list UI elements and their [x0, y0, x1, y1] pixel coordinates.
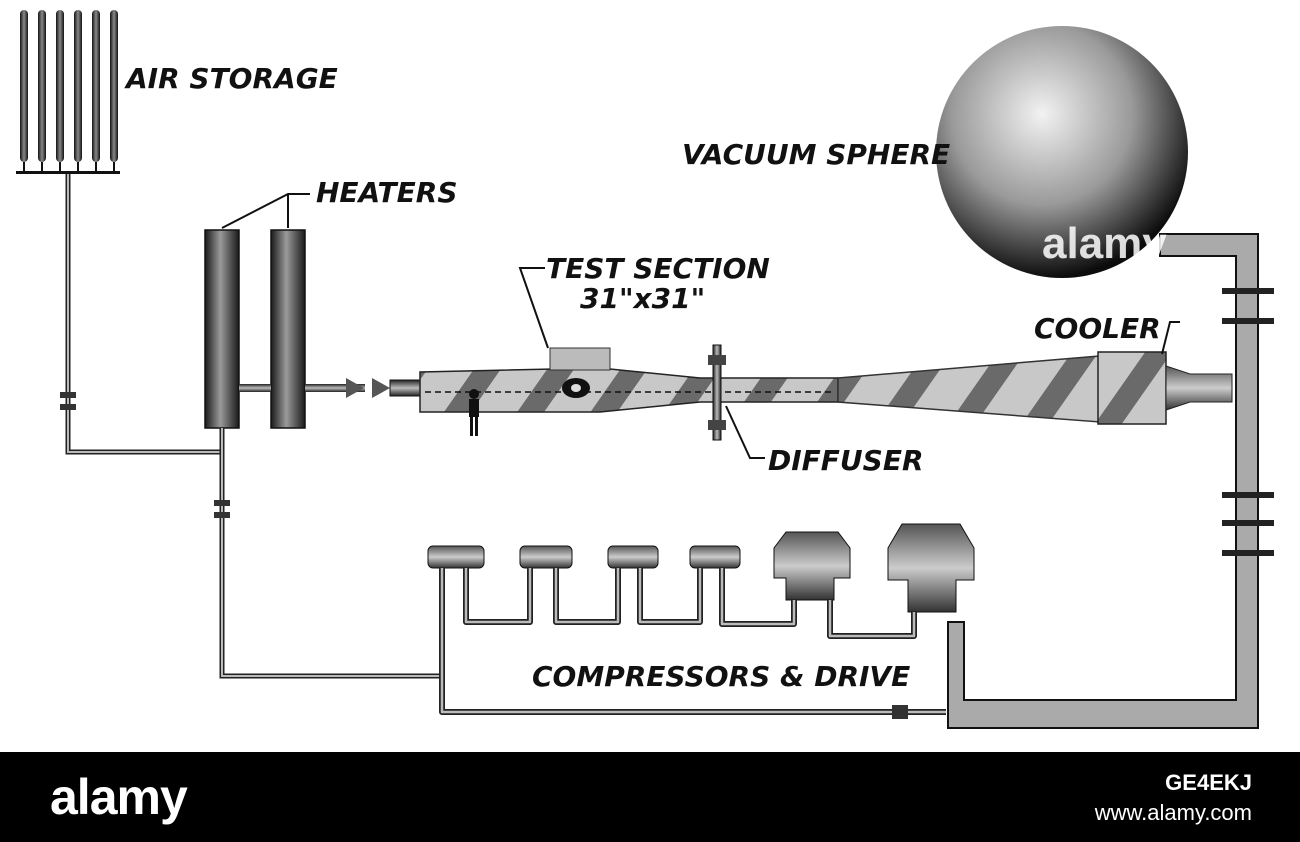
test-section-leader [518, 267, 549, 349]
alamy-logo[interactable]: alamy [50, 769, 188, 825]
compressors-label: COMPRESSORS & DRIVE [532, 660, 910, 693]
image-id: GE4EKJ [1165, 770, 1252, 795]
heaters-leader-lines [221, 193, 310, 229]
footer-info: GE4EKJ www.alamy.com [1095, 770, 1252, 826]
test-section [419, 347, 839, 413]
heater-to-nozzle-pipe [239, 378, 421, 398]
air-storage-label: AIR STORAGE [124, 62, 338, 95]
site-url[interactable]: www.alamy.com [1094, 800, 1252, 825]
heaters-label: HEATERS [316, 176, 458, 209]
watermark: alamy [1042, 219, 1167, 268]
diffuser-leader [725, 405, 765, 459]
compressors [427, 523, 975, 613]
air-supply-pipe-inner [67, 174, 222, 453]
test-section-size-label: 31"x31" [580, 282, 705, 315]
cooler-leader [1161, 321, 1180, 355]
vacuum-sphere [936, 26, 1188, 278]
air-storage-bottles [16, 10, 120, 174]
return-duct [947, 233, 1274, 729]
heater-return-pipe [219, 428, 440, 679]
footer-bar: alamy GE4EKJ www.alamy.com [0, 752, 1300, 842]
diffuser-label: DIFFUSER [768, 444, 924, 477]
cooler-label: COOLER [1034, 312, 1161, 345]
heaters [204, 229, 306, 429]
air-supply-pipe [65, 174, 222, 455]
diffuser-cone [837, 355, 1101, 423]
vacuum-sphere-label: VACUUM SPHERE [682, 138, 950, 171]
person-figure [469, 389, 479, 436]
diffuser-strut [708, 344, 726, 441]
wind-tunnel-diagram: AIR STORAGE HEATERS TEST SECTION 31"x31"… [16, 10, 1274, 729]
test-section-label: TEST SECTION [546, 252, 770, 285]
cooler [1097, 351, 1233, 425]
